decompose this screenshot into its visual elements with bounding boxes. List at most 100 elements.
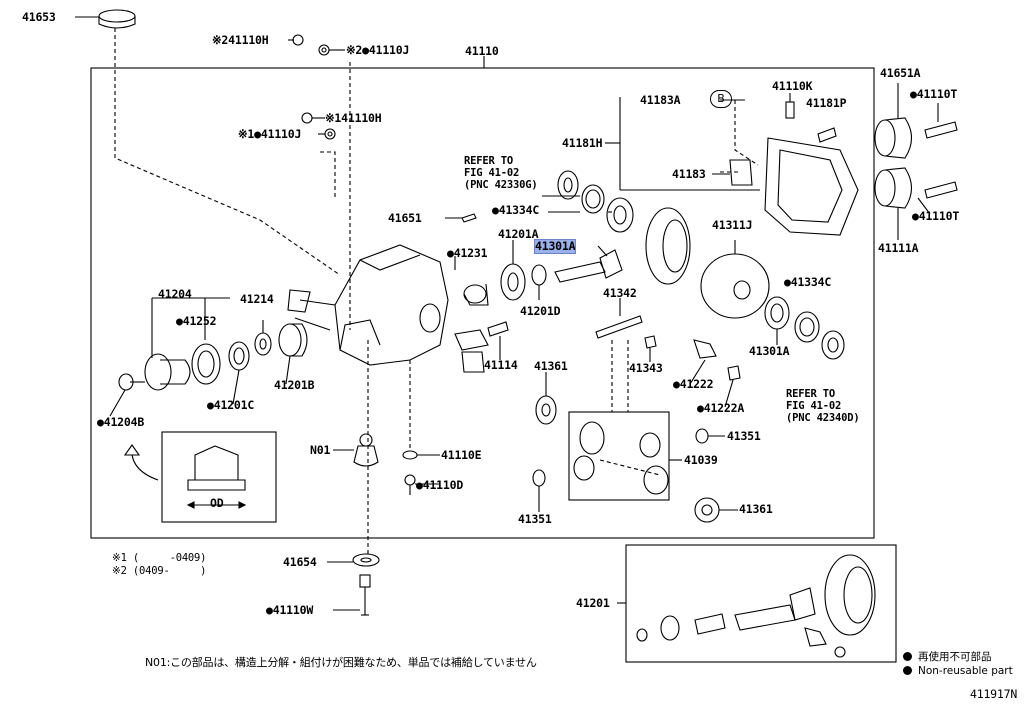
legend-en-text: Non-reusable part xyxy=(918,665,1013,677)
label-41361-a: 41361 xyxy=(534,359,568,373)
bolt-41114 xyxy=(487,321,509,360)
label-41201: 41201 xyxy=(576,596,610,610)
bearing-41201A xyxy=(500,240,526,301)
label-41343: 41343 xyxy=(629,361,663,375)
pinion-41301A xyxy=(554,249,623,283)
label-41201C: ●41201C xyxy=(207,398,255,412)
washer-41654 xyxy=(327,553,380,567)
label-41183: 41183 xyxy=(672,167,706,181)
cover-41181H xyxy=(605,97,859,236)
label-41654: 41654 xyxy=(283,555,317,569)
washer-41110J-a xyxy=(318,44,345,56)
label-41361-b: 41361 xyxy=(739,502,773,516)
label-41301A-b: 41301A xyxy=(749,344,790,358)
seal-ref-right xyxy=(821,330,845,360)
thrust-washer-41361-b xyxy=(694,497,738,523)
callout-b: B xyxy=(710,90,732,108)
kit-41201 xyxy=(617,544,897,663)
note-1: ※1 ( -0409) xyxy=(112,552,207,564)
diff-case-41311J xyxy=(700,240,770,319)
label-41204B: ●41204B xyxy=(97,415,145,429)
ring-gear-41301A xyxy=(645,207,691,285)
carrier-housing-41110 xyxy=(287,244,449,366)
seal-ref-top xyxy=(557,170,579,200)
bolt-141110H xyxy=(301,112,325,124)
label-41110J-b: ※1●41110J xyxy=(238,127,302,141)
label-41110T-a: ●41110T xyxy=(910,87,958,101)
label-41222A: ●41222A xyxy=(697,401,745,415)
cap-41653 xyxy=(75,9,136,29)
bracket-41222 xyxy=(689,339,717,385)
bullet-icon xyxy=(903,652,912,661)
label-41183A: 41183A xyxy=(640,93,681,107)
plate-41342 xyxy=(595,298,643,339)
label-41110E: 41110E xyxy=(441,448,482,462)
cup-41651 xyxy=(874,167,913,240)
label-41342: 41342 xyxy=(603,286,637,300)
washer-41351-b xyxy=(532,469,546,512)
breather-41110K xyxy=(785,93,795,119)
od-inset xyxy=(123,431,277,523)
label-41311J: 41311J xyxy=(712,218,753,232)
label-41110W: ●41110W xyxy=(266,603,314,617)
label-41181H: 41181H xyxy=(562,136,603,150)
label-41222: ●41222 xyxy=(673,377,714,391)
note-n01: N01:この部品は、構造上分解・組付けが困難なため、単品では補給していません xyxy=(145,656,537,669)
label-41110D: ●41110D xyxy=(416,478,464,492)
label-refer-right: REFER TO FIG 41-02 (PNC 42340D) xyxy=(786,388,860,424)
label-41204: 41204 xyxy=(158,287,192,301)
legend-jp-text: 再使用不可部品 xyxy=(918,651,992,663)
label-leaders xyxy=(109,99,745,417)
cup-41651A xyxy=(874,83,913,159)
label-241110H: ※241110H xyxy=(212,33,269,47)
label-41214: 41214 xyxy=(240,292,274,306)
washer-41351-a xyxy=(695,428,725,444)
bolt-41222A xyxy=(724,365,741,408)
label-od: OD xyxy=(210,496,224,510)
label-refer-top: REFER TO FIG 41-02 (PNC 42330G) xyxy=(464,155,538,191)
bullet-icon xyxy=(903,666,912,675)
label-41351-a: 41351 xyxy=(727,429,761,443)
washer-41110J-b xyxy=(318,128,336,140)
bearing-41301A-right xyxy=(764,296,790,345)
label-41334C-b: ●41334C xyxy=(784,275,832,289)
label-41039: 41039 xyxy=(684,453,718,467)
washer-41110E xyxy=(402,450,440,460)
bolt-41110T-b xyxy=(917,181,958,215)
gasket-41183 xyxy=(712,159,753,186)
gear-kit-41039 xyxy=(568,411,682,501)
label-41231: ●41231 xyxy=(447,246,488,260)
label-41114: 41114 xyxy=(484,358,518,372)
diagram-id: 411917N xyxy=(970,687,1018,701)
label-41110J-a: ※2●41110J xyxy=(346,43,410,57)
legend-jp: 再使用不可部品 xyxy=(903,649,992,664)
ring-41334C xyxy=(581,184,605,214)
ring-41214 xyxy=(254,320,272,356)
bearing-41201B xyxy=(278,323,308,357)
bolt-241110H xyxy=(288,34,304,46)
bolt-41181P xyxy=(817,127,837,143)
washer-41201C xyxy=(228,341,250,371)
label-41181P: 41181P xyxy=(806,96,847,110)
label-41111A: 41651 xyxy=(388,211,422,225)
label-41653: 41653 xyxy=(22,10,56,24)
legend-en: Non-reusable part xyxy=(903,665,1013,677)
label-41201D: 41201D xyxy=(520,304,561,318)
bolt-41110W xyxy=(333,574,371,616)
thrust-washer-41361-a xyxy=(535,372,557,425)
label-41301A-highlighted: 41301A xyxy=(533,239,577,254)
label-41201B: 41201B xyxy=(274,378,315,392)
label-41651: 41111A xyxy=(878,241,919,255)
flange-41204 xyxy=(118,297,230,391)
pin-41111A xyxy=(445,213,477,223)
label-41110: 41110 xyxy=(465,44,499,58)
seal-41214 xyxy=(191,343,221,385)
bolt-41110D xyxy=(404,474,440,495)
bolt-41110T-a xyxy=(924,103,958,139)
dashed-leaders xyxy=(114,28,759,555)
plug-N01 xyxy=(333,433,379,467)
assembly-frame xyxy=(90,67,875,539)
pin-41343 xyxy=(644,335,657,362)
